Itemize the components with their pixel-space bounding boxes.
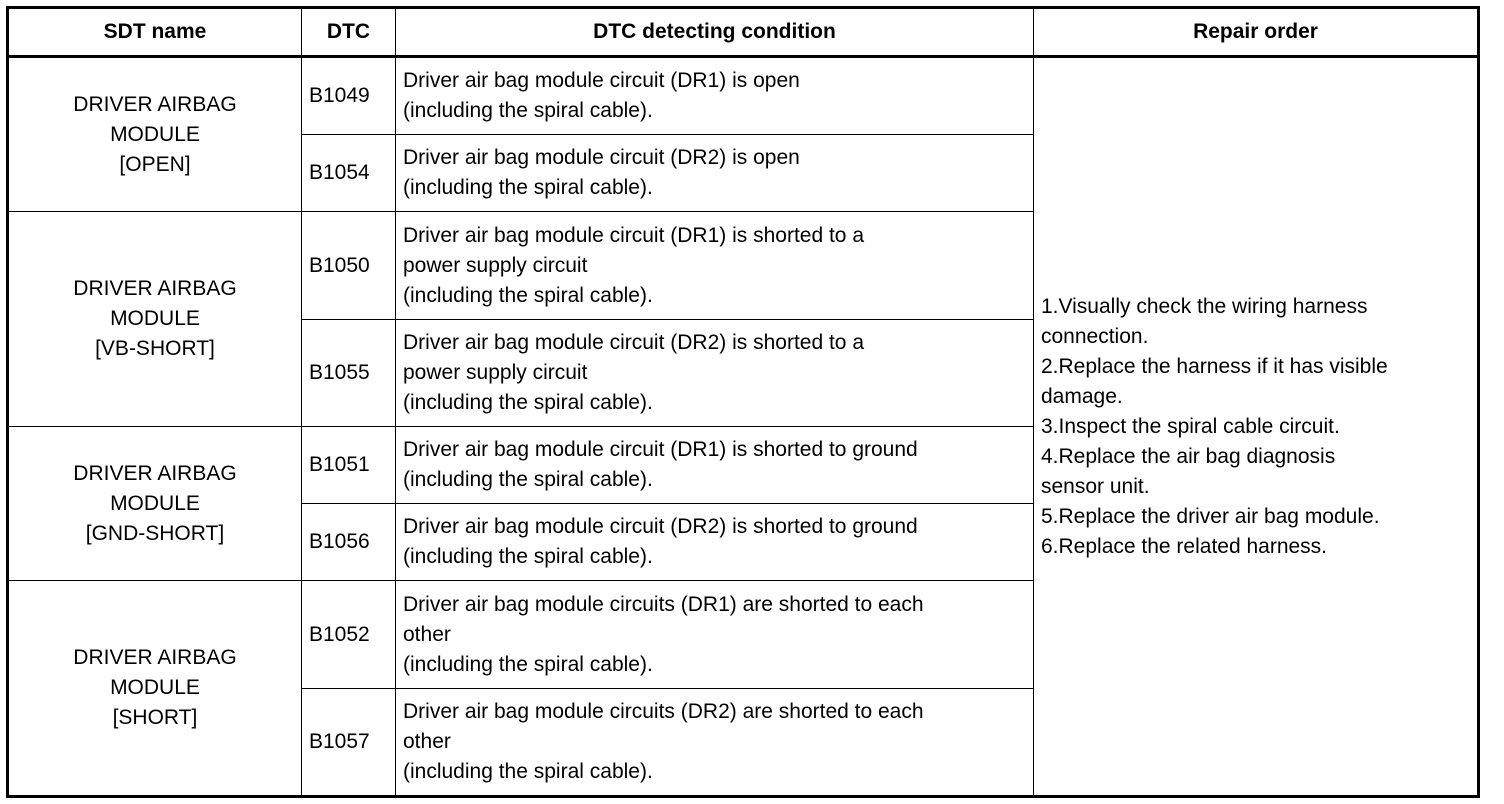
sdt-name-cell: DRIVER AIRBAG MODULE [SHORT] (7, 580, 302, 797)
header-sdt-name: SDT name (7, 7, 302, 58)
table-row: B1054 Driver air bag module circuit (DR2… (8, 134, 1479, 213)
dtc-condition: Driver air bag module circuits (DR1) are… (395, 580, 1034, 689)
header-dtc: DTC (301, 7, 396, 58)
dtc-condition: Driver air bag module circuit (DR1) is s… (395, 211, 1034, 320)
sdt-name-cell: DRIVER AIRBAG MODULE [OPEN] (7, 55, 302, 213)
dtc-condition: Driver air bag module circuit (DR2) is s… (395, 503, 1034, 582)
dtc-condition: Driver air bag module circuit (DR1) is o… (395, 55, 1034, 136)
table-row: DRIVER AIRBAG MODULE [OPEN] B1049 Driver… (7, 55, 1479, 797)
dtc-condition: Driver air bag module circuit (DR1) is s… (395, 425, 1034, 505)
dtc-condition: Driver air bag module circuits (DR2) are… (395, 687, 1034, 798)
table-row: DRIVER AIRBAG MODULE [VB-SHORT] B1050 Dr… (7, 211, 1479, 427)
dtc-table: SDT name DTC DTC detecting condition Rep… (6, 6, 1480, 798)
header-condition: DTC detecting condition (395, 7, 1034, 58)
dtc-code: B1055 (301, 318, 396, 427)
dtc-code: B1052 (301, 580, 396, 689)
dtc-code: B1054 (301, 134, 396, 213)
table-row: DRIVER AIRBAG MODULE [GND-SHORT] B1051 D… (7, 425, 1479, 582)
dtc-condition: Driver air bag module circuit (DR2) is o… (395, 134, 1034, 213)
dtc-code: B1049 (301, 55, 396, 136)
sdt-name-cell: DRIVER AIRBAG MODULE [VB-SHORT] (7, 211, 302, 427)
table-row: DRIVER AIRBAG MODULE [SHORT] B1052 Drive… (7, 580, 1479, 797)
dtc-code: B1056 (301, 503, 396, 582)
sdt-name-cell: DRIVER AIRBAG MODULE [GND-SHORT] (7, 425, 302, 582)
dtc-code: B1051 (301, 425, 396, 505)
dtc-condition: Driver air bag module circuit (DR2) is s… (395, 318, 1034, 427)
dtc-code: B1050 (301, 211, 396, 320)
dtc-code: B1057 (301, 687, 396, 798)
header-repair-order: Repair order (1033, 7, 1479, 58)
table-row: B1056 Driver air bag module circuit (DR2… (8, 503, 1479, 582)
table-row: B1057 Driver air bag module circuits (DR… (8, 687, 1479, 798)
header-row: SDT name DTC DTC detecting condition Rep… (7, 7, 1479, 58)
repair-order-cell: 1.Visually check the wiring harness conn… (1033, 56, 1479, 797)
table-row: B1055 Driver air bag module circuit (DR2… (8, 318, 1479, 427)
